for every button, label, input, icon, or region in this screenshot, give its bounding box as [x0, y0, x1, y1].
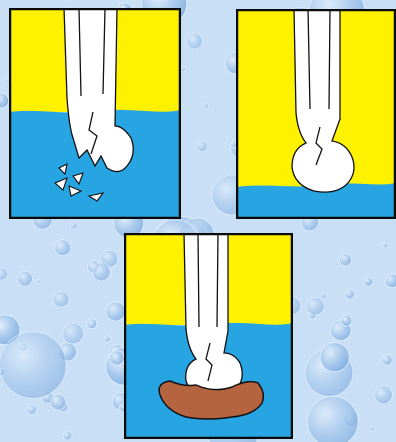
bubble: [53, 291, 69, 307]
bubble: [50, 395, 65, 410]
bubble: [385, 274, 396, 288]
bubble: [36, 280, 40, 284]
bubble: [17, 271, 32, 286]
bubble: [63, 431, 72, 440]
bubble: [0, 332, 66, 399]
bubble: [70, 222, 77, 229]
bubble: [382, 355, 392, 365]
bubble: [306, 297, 324, 315]
bubble: [63, 323, 84, 344]
bubble: [375, 386, 393, 404]
bubble: [383, 243, 388, 248]
panel-shattered-bulb: [9, 8, 181, 219]
bubble: [341, 315, 352, 326]
bubble: [196, 141, 207, 152]
bubble: [345, 290, 354, 299]
bubble: [104, 336, 110, 342]
panel-deposit-bulb: [124, 233, 293, 439]
bubble: [106, 302, 125, 321]
bubble: [187, 33, 203, 49]
bubble: [181, 67, 186, 72]
bubble: [87, 319, 97, 329]
bubble: [308, 396, 359, 442]
bubble: [364, 277, 373, 286]
bubble: [92, 263, 110, 281]
bubble: [320, 343, 349, 372]
bubble: [110, 351, 124, 365]
bubble: [339, 254, 351, 266]
bubble: [26, 404, 36, 414]
bubble: [369, 426, 374, 431]
bubble: [320, 293, 326, 299]
panel-intact-bulb: [236, 9, 396, 219]
bubble: [55, 240, 71, 256]
bubble: [203, 103, 209, 109]
